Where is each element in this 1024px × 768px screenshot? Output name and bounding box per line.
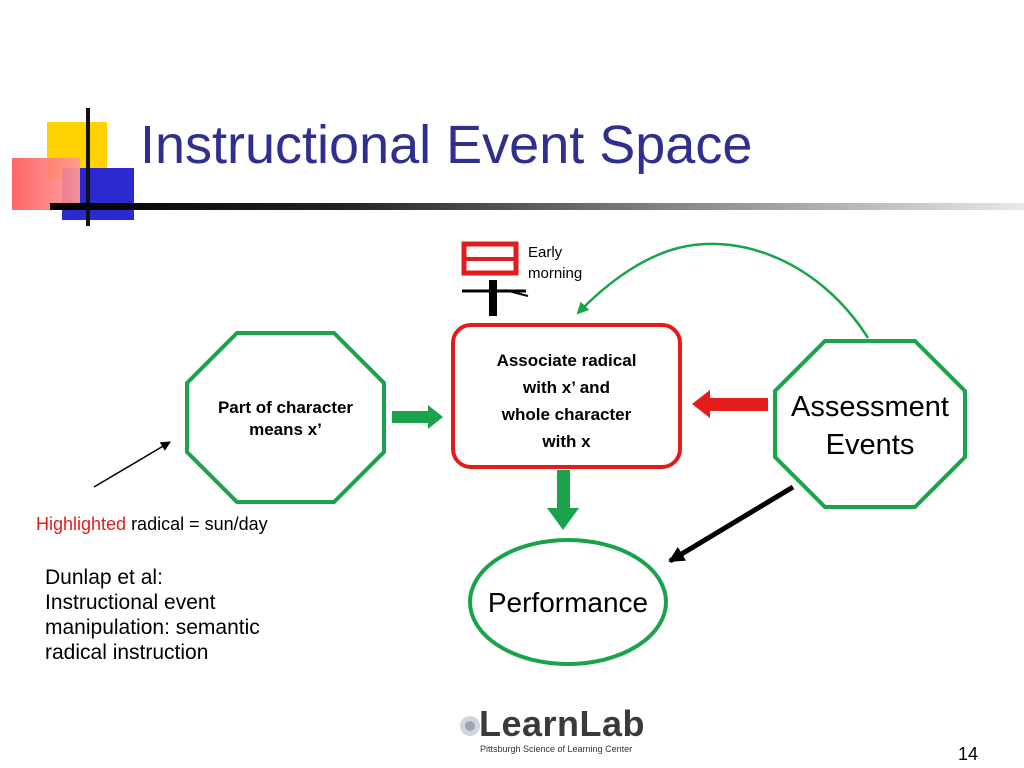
learnlab-logo	[458, 706, 650, 758]
green-arrow-right	[392, 405, 443, 429]
associate-line-2: with x’ and	[523, 378, 610, 397]
logo-subtitle: Pittsburgh Science of Learning Center	[480, 744, 633, 754]
citation-line-1: Dunlap et al:	[45, 566, 163, 589]
performance-ellipse	[468, 538, 668, 666]
deco-red-square	[12, 158, 80, 210]
part-of-character-octagon	[185, 331, 386, 504]
slide-title: Instructional Event Space	[140, 115, 753, 175]
highlighted-word: Highlighted	[36, 514, 127, 534]
deco-vertical-line	[86, 108, 90, 226]
assessment-line-2: Events	[825, 429, 915, 461]
logo-wordmark: LearnLab	[479, 703, 646, 744]
part-line-2: means x’	[249, 420, 322, 439]
associate-line-3: whole character	[501, 405, 632, 424]
citation-line-3: manipulation: semantic	[45, 616, 260, 639]
associate-label: Associate radical with x’ and whole char…	[455, 347, 678, 455]
green-arrow-down	[547, 470, 579, 530]
annotation-pointer-arrow	[93, 441, 171, 488]
part-line-1: Part of character	[217, 398, 354, 417]
assessment-label: Assessment Events	[770, 388, 970, 464]
citation-line-4: radical instruction	[45, 641, 209, 664]
part-of-character-label: Part of character means x’	[188, 397, 383, 441]
annotation-rest: radical = sun/day	[126, 514, 268, 534]
assessment-line-1: Assessment	[791, 391, 949, 423]
red-arrow-left	[692, 390, 768, 418]
associate-line-1: Associate radical	[496, 351, 637, 370]
black-arrow-to-performance	[668, 484, 795, 564]
green-curved-arrow	[576, 242, 870, 339]
associate-line-4: with x	[542, 432, 591, 451]
performance-label: Performance	[487, 587, 649, 618]
citation-text: Dunlap et al: Instructional event manipu…	[45, 565, 260, 665]
character-gloss: Early morning	[528, 242, 582, 284]
gloss-line-2: morning	[528, 265, 583, 282]
highlight-annotation: Highlighted radical = sun/day	[36, 514, 268, 535]
citation-line-2: Instructional event	[45, 591, 216, 614]
gloss-line-1: Early	[528, 244, 563, 261]
assessment-events-octagon	[773, 339, 967, 509]
associate-box	[451, 323, 682, 469]
logo-mark-icon	[460, 716, 480, 736]
page-number: 14	[958, 744, 979, 764]
chinese-character-icon	[461, 241, 529, 316]
title-underline	[50, 203, 1024, 210]
